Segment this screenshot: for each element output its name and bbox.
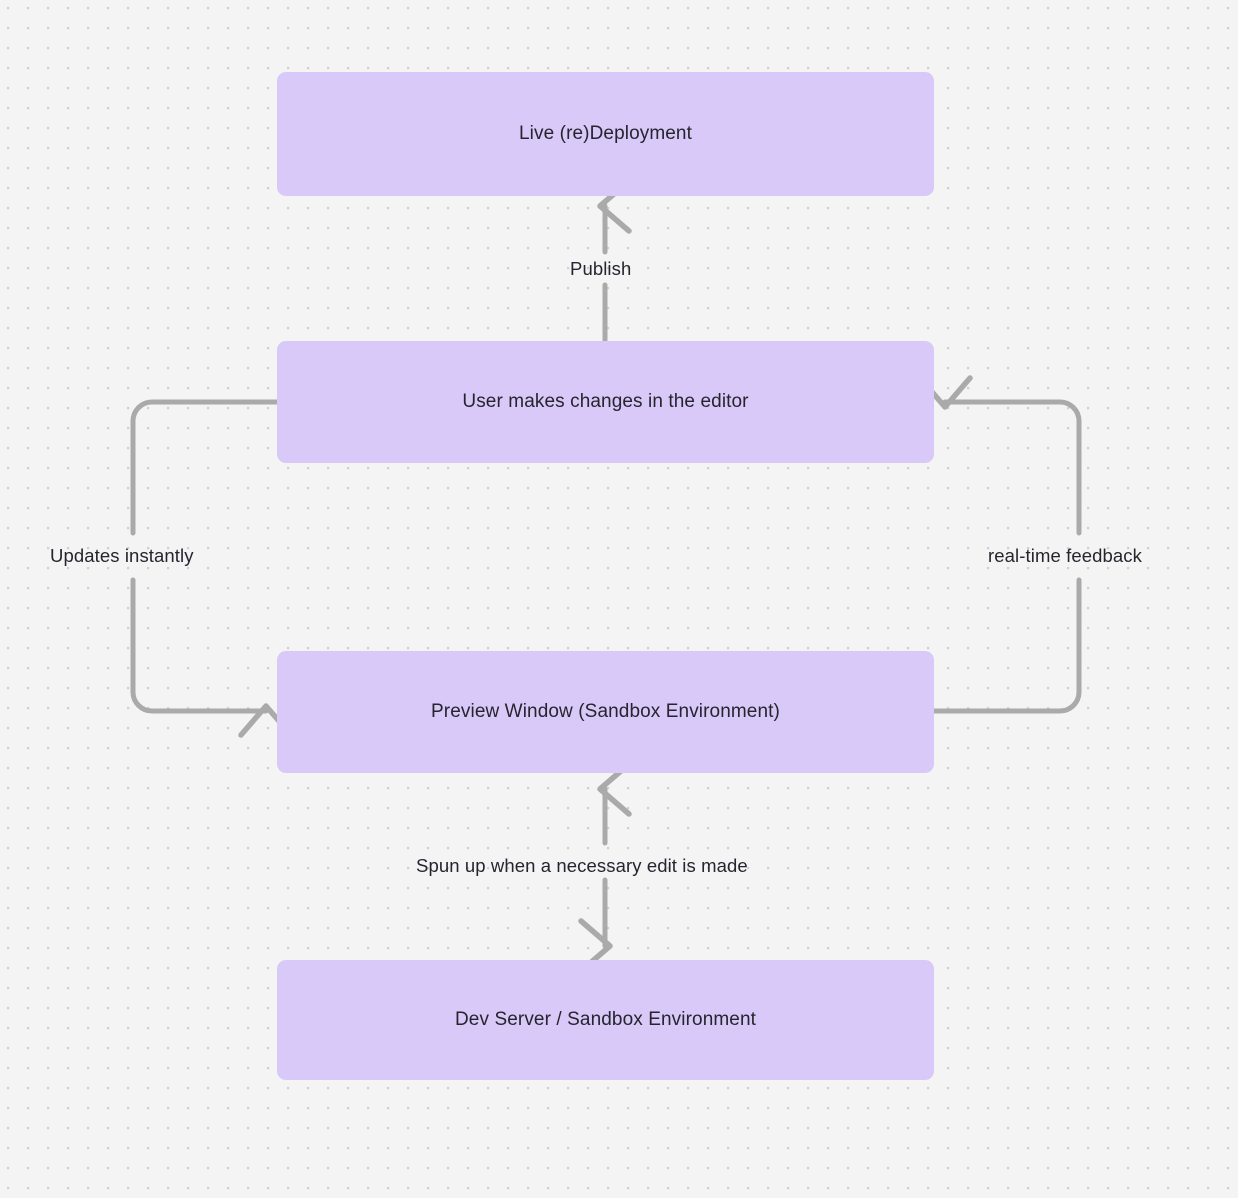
- edge-realtime-upper: [917, 375, 1082, 536]
- edge-updates-lower: [130, 577, 294, 738]
- node-live-deployment-label: Live (re)Deployment: [519, 123, 692, 145]
- node-dev-server-label: Dev Server / Sandbox Environment: [454, 1009, 756, 1031]
- node-live-deployment[interactable]: Live (re)Deployment: [277, 72, 934, 196]
- node-user-editor[interactable]: User makes changes in the editor: [277, 341, 934, 463]
- edge-label-updates-instantly: Updates instantly: [50, 545, 194, 566]
- edge-updates-upper: [130, 399, 280, 536]
- node-dev-server[interactable]: Dev Server / Sandbox Environment: [277, 960, 934, 1080]
- edge-label-real-time-feedback: real-time feedback: [988, 545, 1142, 566]
- node-preview-window[interactable]: Preview Window (Sandbox Environment): [277, 651, 934, 773]
- node-preview-window-label: Preview Window (Sandbox Environment): [431, 701, 780, 723]
- edge-realtime-lower: [931, 577, 1082, 714]
- edge-label-publish: Publish: [570, 258, 632, 279]
- edge-label-spun-up: Spun up when a necessary edit is made: [416, 855, 748, 876]
- node-user-editor-label: User makes changes in the editor: [462, 391, 749, 413]
